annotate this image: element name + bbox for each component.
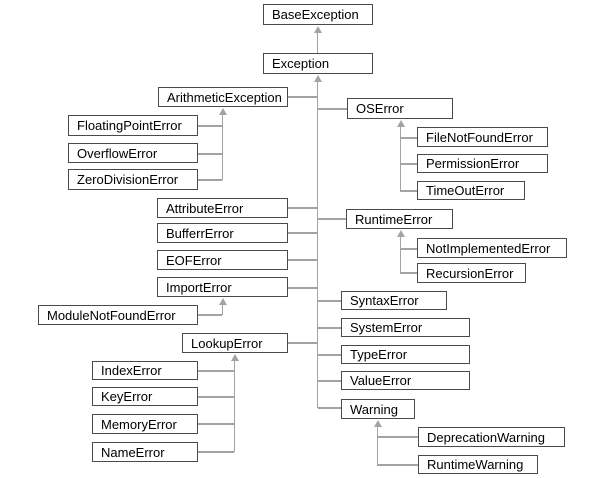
stub-name-error — [198, 451, 234, 453]
edge-exception-baseexception — [316, 31, 319, 53]
node-bufferr-error: BufferrError — [157, 223, 288, 243]
node-name-error: NameError — [92, 442, 198, 462]
stub-file-not-found-error — [400, 137, 417, 139]
arrowhead-runtime-error — [396, 230, 405, 237]
node-memory-error: MemoryError — [92, 414, 198, 434]
stub-deprecation-warning — [377, 436, 418, 438]
node-warning: Warning — [341, 399, 415, 419]
node-runtime-warning: RuntimeWarning — [418, 455, 538, 474]
stub-eof-error — [288, 259, 317, 261]
stub-runtime-warning — [377, 464, 418, 466]
node-time-out-error: TimeOutError — [417, 181, 525, 200]
arrowhead-arithmetic-exception — [218, 108, 227, 115]
stub-os-error — [318, 108, 347, 110]
arrowhead-import-error — [218, 298, 227, 305]
stub-zero-division-error — [198, 179, 222, 181]
trunk-import-error-children — [221, 303, 224, 315]
stub-warning — [318, 407, 341, 409]
trunk-os-error-children — [399, 125, 402, 191]
trunk-runtime-error-children — [399, 235, 402, 273]
trunk-warning-children — [376, 425, 379, 465]
node-arithmetic-exception: ArithmeticException — [158, 87, 288, 107]
node-import-error: ImportError — [157, 277, 288, 297]
node-syntax-error: SyntaxError — [341, 291, 447, 310]
node-type-error: TypeError — [341, 345, 470, 364]
arrowhead-exception — [313, 75, 322, 82]
stub-memory-error — [198, 423, 234, 425]
node-attribute-error: AttributeError — [157, 198, 288, 218]
node-index-error: IndexError — [92, 361, 198, 380]
stub-recursion-error — [400, 272, 417, 274]
stub-bufferr-error — [288, 232, 317, 234]
node-base-exception: BaseException — [263, 4, 373, 25]
stub-overflow-error — [198, 153, 222, 155]
stub-system-error — [318, 327, 341, 329]
arrowhead-base-exception — [313, 26, 322, 33]
node-zero-division-error: ZeroDivisionError — [68, 169, 198, 190]
arrowhead-warning — [373, 420, 382, 427]
trunk-lookup-error-children — [233, 359, 236, 452]
stub-arithmetic-exception — [288, 96, 317, 98]
stub-import-error — [288, 287, 317, 289]
stub-not-implemented-error — [400, 248, 417, 250]
trunk-exception-children — [316, 80, 319, 408]
node-eof-error: EOFError — [157, 250, 288, 270]
node-permission-error: PermissionError — [417, 154, 548, 173]
stub-type-error — [318, 354, 341, 356]
stub-value-error — [318, 380, 341, 382]
node-exception: Exception — [263, 53, 373, 74]
stub-floating-point-error — [198, 125, 222, 127]
node-floating-point-error: FloatingPointError — [68, 115, 198, 136]
node-recursion-error: RecursionError — [417, 263, 526, 283]
stub-syntax-error — [318, 300, 341, 302]
node-module-not-found-error: ModuleNotFoundError — [38, 305, 198, 325]
stub-lookup-error — [288, 342, 317, 344]
arrowhead-os-error — [396, 120, 405, 127]
node-lookup-error: LookupError — [182, 333, 288, 353]
node-file-not-found-error: FileNotFoundError — [417, 127, 548, 147]
stub-runtime-error — [318, 218, 346, 220]
arrowhead-lookup-error — [230, 354, 239, 361]
stub-key-error — [198, 396, 234, 398]
stub-module-not-found-error — [198, 314, 222, 316]
node-key-error: KeyError — [92, 387, 198, 406]
trunk-arithmetic-children — [221, 113, 224, 180]
node-not-implemented-error: NotImplementedError — [417, 238, 567, 258]
node-deprecation-warning: DeprecationWarning — [418, 427, 565, 447]
node-os-error: OSError — [347, 98, 453, 119]
node-runtime-error: RuntimeError — [346, 209, 453, 229]
stub-attribute-error — [288, 207, 317, 209]
node-value-error: ValueError — [341, 371, 470, 390]
stub-time-out-error — [400, 190, 417, 192]
node-overflow-error: OverflowError — [68, 143, 198, 163]
stub-index-error — [198, 370, 234, 372]
node-system-error: SystemError — [341, 318, 470, 337]
stub-permission-error — [400, 163, 417, 165]
